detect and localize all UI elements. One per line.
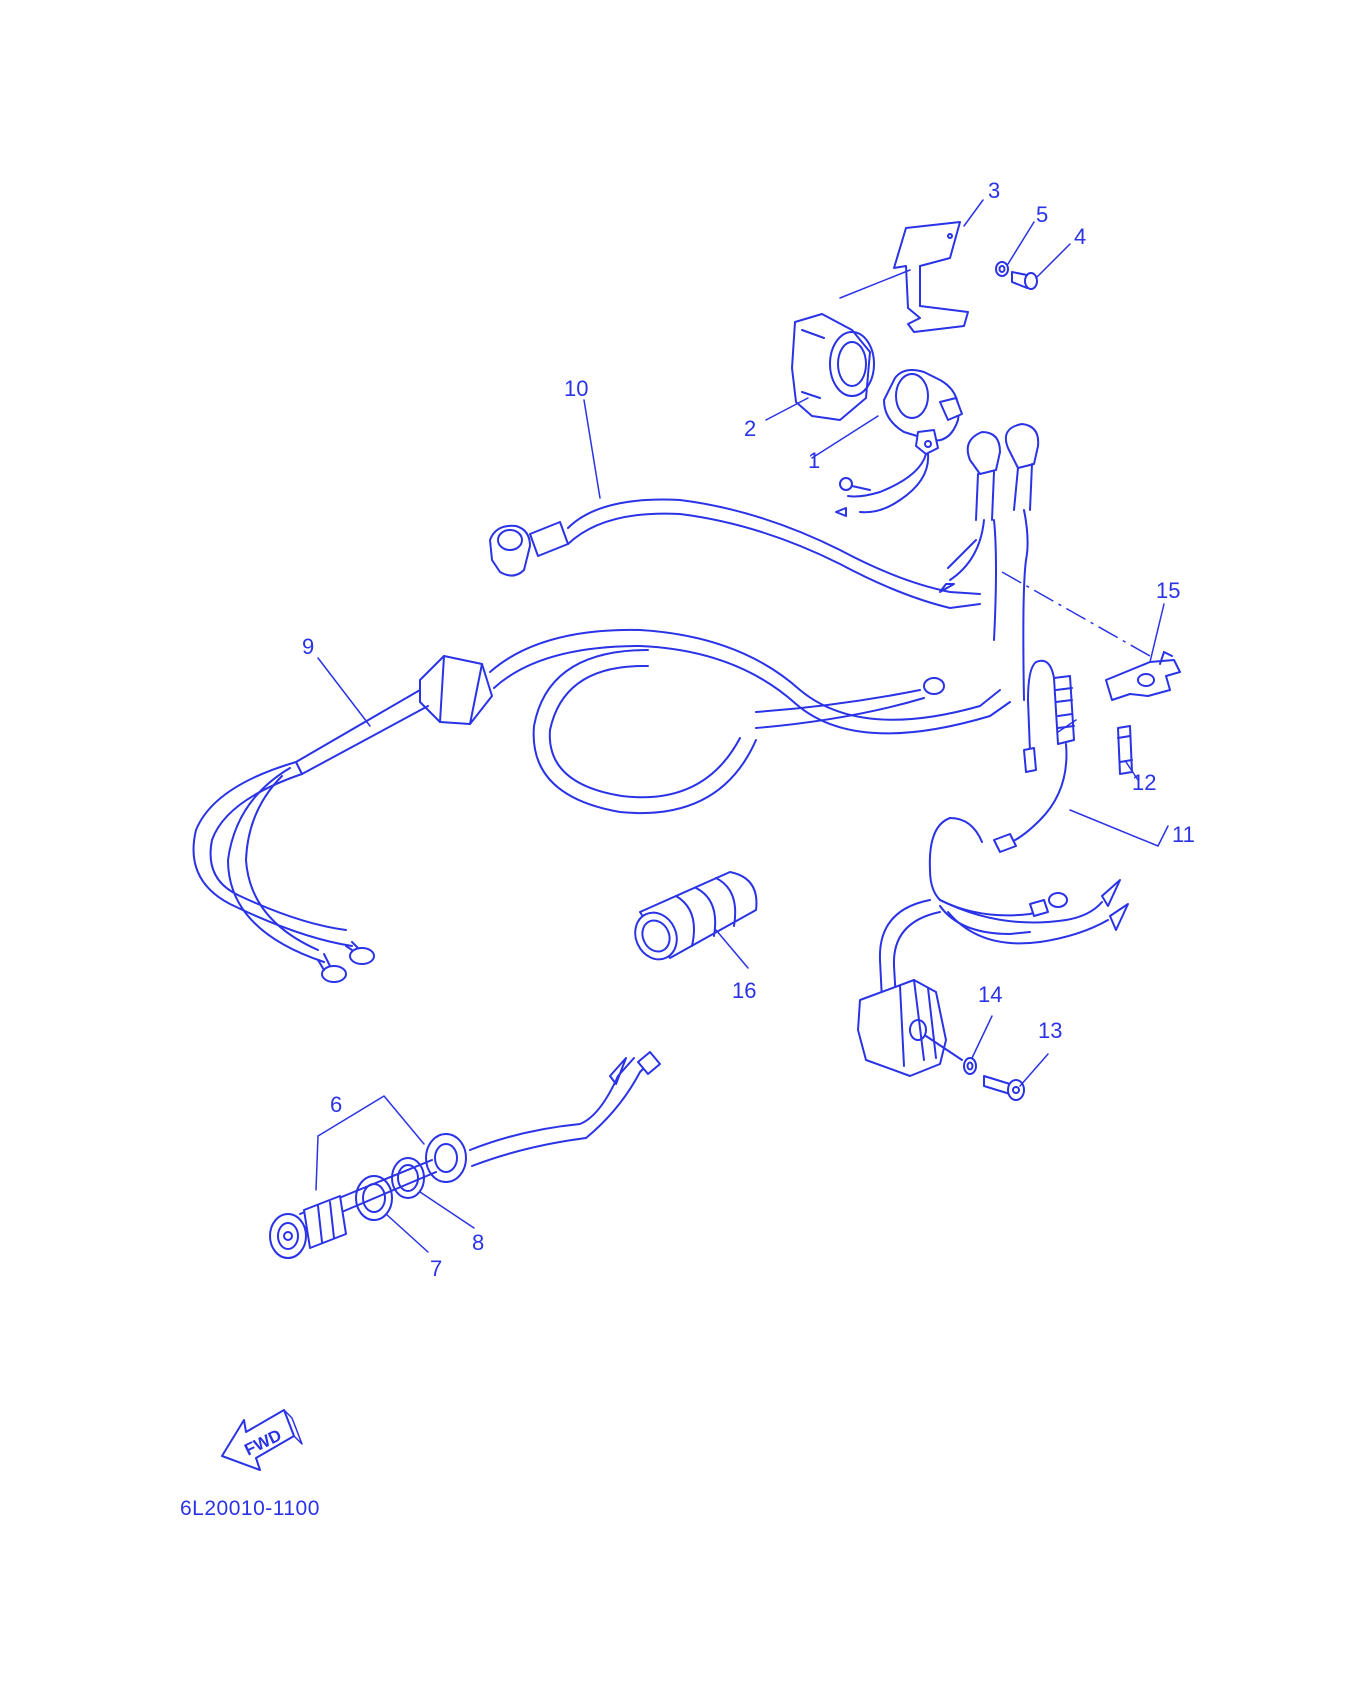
part-13-bolt[interactable] — [983, 1075, 1025, 1101]
part-11-wire-harness[interactable] — [878, 659, 1169, 1001]
callout-6: 6 — [330, 1092, 342, 1117]
rectifier-regulator[interactable] — [857, 979, 963, 1077]
part-10-cable[interactable] — [489, 498, 981, 609]
part-9-harness[interactable] — [192, 628, 1011, 983]
part-3-bracket[interactable] — [893, 221, 969, 333]
callout-4: 4 — [1074, 224, 1086, 249]
fwd-arrow-icon: FWD — [221, 1409, 303, 1471]
part-5-washer[interactable] — [995, 261, 1009, 277]
part-16-sleeve[interactable] — [628, 871, 758, 966]
callout-12: 12 — [1132, 770, 1156, 795]
part-4-bolt[interactable] — [1011, 271, 1038, 290]
part-6-connector-assembly[interactable] — [269, 1051, 661, 1259]
callout-11: 11 — [1172, 822, 1195, 847]
part-2-holder[interactable] — [791, 313, 875, 421]
drawing-code: 6L20010-1100 — [180, 1497, 320, 1520]
part-1-starter-relay[interactable] — [835, 369, 963, 517]
part-14-washer[interactable] — [963, 1057, 977, 1075]
callout-15: 15 — [1156, 578, 1180, 603]
callout-8: 8 — [472, 1230, 484, 1255]
callout-5: 5 — [1036, 202, 1048, 227]
callout-10: 10 — [564, 376, 588, 401]
callout-16: 16 — [732, 978, 756, 1003]
callout-9: 9 — [302, 634, 314, 659]
callout-2: 2 — [744, 416, 756, 441]
callout-13: 13 — [1038, 1018, 1062, 1043]
callout-1: 1 — [808, 448, 820, 473]
terminal-caps[interactable] — [939, 423, 1040, 701]
leader-lines — [317, 199, 1165, 1253]
callout-14: 14 — [978, 982, 1002, 1007]
callout-3: 3 — [988, 178, 1000, 203]
reference-line — [1001, 571, 1151, 657]
part-15-clamp[interactable] — [1105, 651, 1181, 701]
callout-7: 7 — [430, 1256, 442, 1281]
